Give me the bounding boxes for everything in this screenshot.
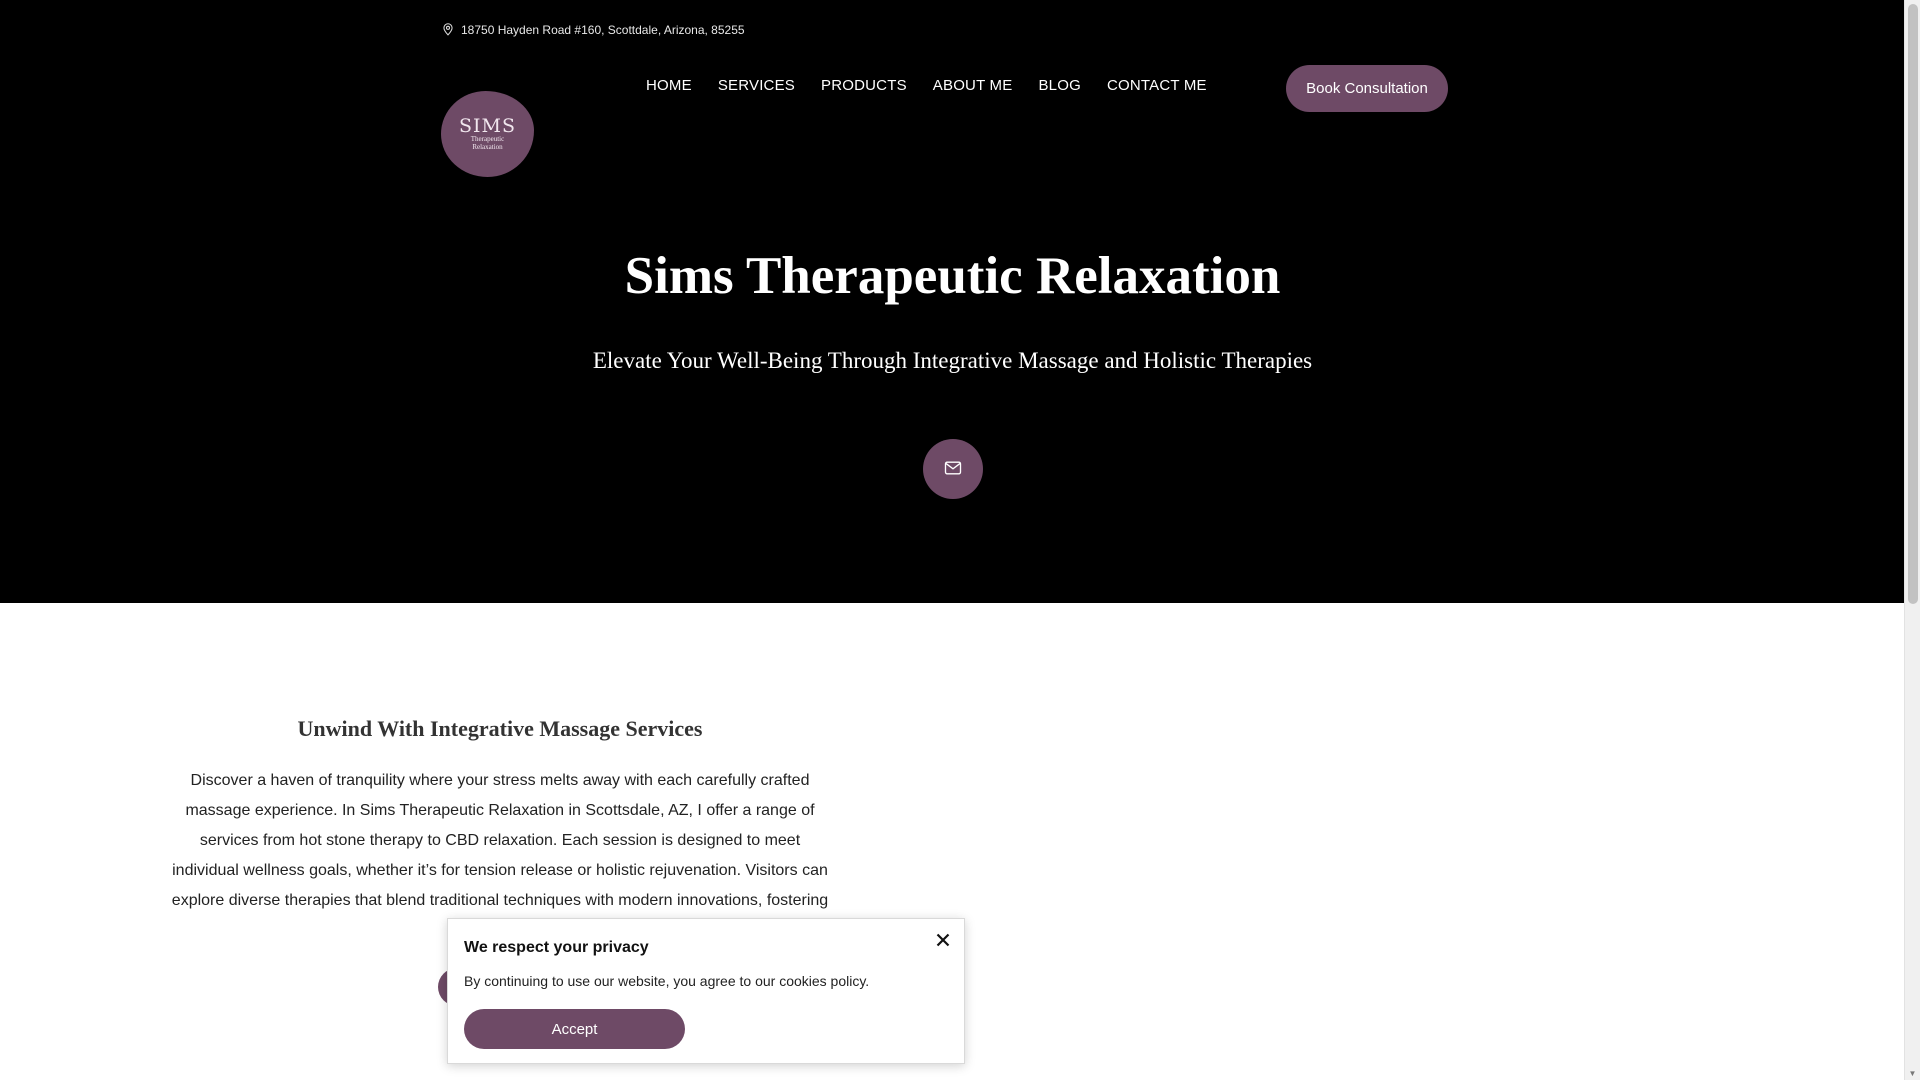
cookie-title: We respect your privacy — [464, 939, 649, 956]
nav-item-home[interactable]: HOME — [646, 77, 692, 94]
nav-item-services[interactable]: SERVICES — [717, 77, 795, 94]
main-nav: HOME SERVICES PRODUCTS ABOUT ME BLOG CON… — [646, 77, 1207, 99]
cookie-banner: We respect your privacy By continuing to… — [447, 918, 965, 1064]
nav-item-blog[interactable]: BLOG — [1038, 77, 1081, 94]
email-button[interactable] — [923, 439, 983, 499]
map-pin-icon — [441, 22, 455, 39]
cookie-message: By continuing to use our website, you ag… — [464, 973, 870, 989]
logo-main-text: SIMS — [459, 115, 516, 137]
logo-sub-text-1: Therapeutic — [470, 135, 505, 143]
close-icon — [932, 933, 954, 954]
address-text: 18750 Hayden Road #160, Scottdale, Arizo… — [461, 23, 745, 37]
nav-item-products[interactable]: PRODUCTS — [821, 77, 907, 94]
nav-item-about-me[interactable]: ABOUT ME — [932, 77, 1013, 94]
site-logo[interactable]: SIMS Therapeutic Relaxation — [441, 91, 534, 177]
services-section-title: Unwind With Integrative Massage Services — [297, 716, 703, 741]
hero-title: Sims Therapeutic Relaxation — [624, 247, 1281, 305]
scrollbar-thumb[interactable] — [1908, 4, 1918, 604]
logo-sub-text-2: Relaxation — [472, 143, 503, 151]
address-bar: 18750 Hayden Road #160, Scottdale, Arizo… — [441, 20, 745, 40]
hero-section: 18750 Hayden Road #160, Scottdale, Arizo… — [0, 0, 1905, 603]
book-consultation-button[interactable]: Book Consultation — [1286, 65, 1448, 112]
scroll-down-arrow-icon[interactable]: ▼ — [1908, 1069, 1917, 1078]
mail-icon — [943, 458, 963, 481]
nav-item-contact-me[interactable]: CONTACT ME — [1106, 77, 1207, 94]
hero-subtitle: Elevate Your Well-Being Through Integrat… — [592, 348, 1313, 373]
close-cookie-button[interactable] — [932, 929, 954, 951]
accept-cookies-button[interactable]: Accept — [464, 1009, 685, 1049]
services-section-body: Discover a haven of tranquility where yo… — [171, 772, 829, 939]
page-scrollbar[interactable]: ▼ — [1904, 0, 1920, 1080]
